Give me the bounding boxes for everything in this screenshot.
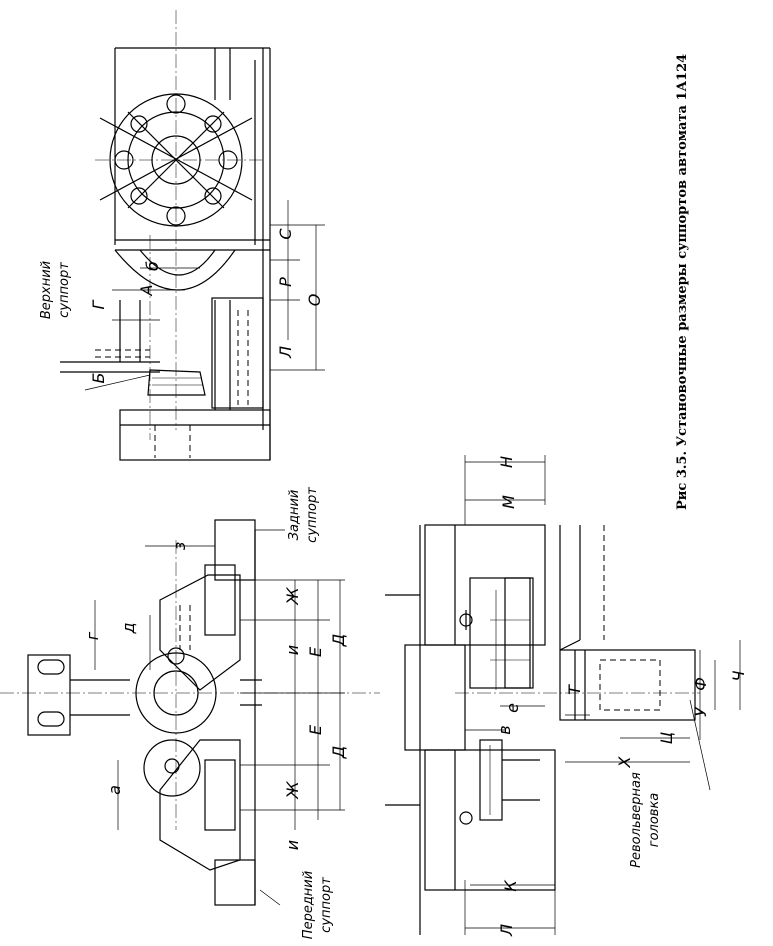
- dim-label-S: С: [276, 228, 295, 240]
- dim-label-g: г: [83, 631, 102, 640]
- dim-label-F: Ф: [691, 677, 710, 691]
- dim-label-D: Д: [329, 634, 348, 648]
- figure-caption: Рис 3.5. Установочные размеры суппортов …: [675, 54, 690, 510]
- svg-text:Задний: Задний: [287, 490, 302, 541]
- dim-label-G: Г: [89, 299, 108, 309]
- dim-label-B: Б: [89, 372, 108, 383]
- svg-text:суппорт: суппорт: [319, 877, 334, 933]
- dim-label-P: Р: [276, 277, 295, 287]
- dim-label-e: е: [503, 703, 522, 713]
- dim-label-L2: Л: [497, 924, 516, 937]
- dim-label-D2: Д: [329, 746, 348, 760]
- turret-head-view: [385, 455, 741, 935]
- upper-support-view: [60, 10, 325, 461]
- dim-label-KH: Х: [615, 755, 634, 768]
- dim-label-ZH2: Ж: [283, 781, 302, 800]
- dim-label-d: д: [119, 622, 138, 634]
- svg-text:Револьверная: Револьверная: [629, 772, 644, 868]
- note-turret-head: Револьверная головка: [629, 772, 662, 868]
- dim-label-z: з: [170, 542, 189, 551]
- dim-label-TS: Ц: [657, 732, 676, 744]
- dim-label-a: а: [105, 785, 124, 795]
- dim-label-CH: Ч: [729, 670, 748, 681]
- dim-label-T: Т: [565, 684, 584, 695]
- dim-label-U: У: [691, 706, 710, 717]
- dim-label-i2: и: [283, 840, 302, 850]
- dim-label-E: Е: [306, 646, 325, 657]
- caption-text: Рис 3.5. Установочные размеры суппортов …: [675, 54, 690, 510]
- dim-label-M: М: [499, 495, 518, 509]
- dim-label-E2: Е: [306, 724, 325, 735]
- note-rear-support: Задний суппорт: [287, 487, 320, 543]
- dim-label-ZH: Ж: [283, 587, 302, 606]
- note-upper-support: Верхний суппорт: [39, 261, 72, 319]
- svg-text:суппорт: суппорт: [305, 487, 320, 543]
- svg-text:Передний: Передний: [301, 871, 316, 939]
- dim-label-b: б: [143, 261, 162, 271]
- note-front-support: Передний суппорт: [301, 871, 334, 939]
- svg-text:головка: головка: [647, 793, 662, 848]
- dim-label-v: в: [495, 725, 514, 734]
- cross-slides-view: [0, 519, 380, 906]
- dim-label-N: Н: [497, 456, 516, 468]
- workpiece-circle: [135, 652, 217, 734]
- svg-text:суппорт: суппорт: [57, 262, 72, 318]
- dim-label-K: К: [501, 880, 520, 892]
- dim-label-O: О: [305, 294, 324, 307]
- dim-label-L: Л: [276, 346, 295, 359]
- svg-text:Верхний: Верхний: [39, 261, 54, 319]
- dim-label-A: А: [137, 285, 156, 297]
- dim-label-i: и: [283, 645, 302, 655]
